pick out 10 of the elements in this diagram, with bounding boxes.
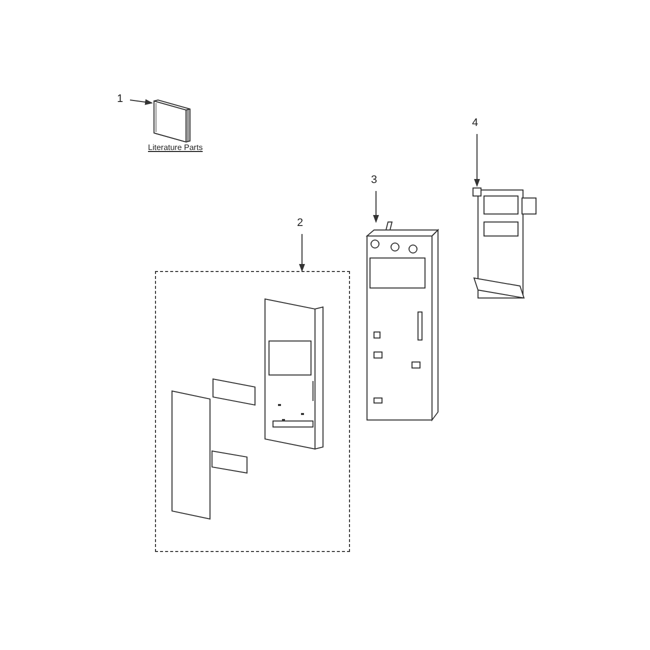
callout-number: 2 bbox=[297, 217, 304, 229]
part-caption: Literature Parts bbox=[148, 143, 203, 152]
callout-number: 3 bbox=[371, 174, 378, 186]
callout-number: 1 bbox=[117, 93, 124, 105]
leader-line bbox=[373, 190, 379, 223]
leader-line bbox=[474, 134, 480, 187]
assembly-group-outline bbox=[155, 271, 350, 552]
leader-line bbox=[299, 234, 305, 272]
callout-number: 4 bbox=[472, 117, 478, 129]
leader-line bbox=[130, 99, 153, 106]
